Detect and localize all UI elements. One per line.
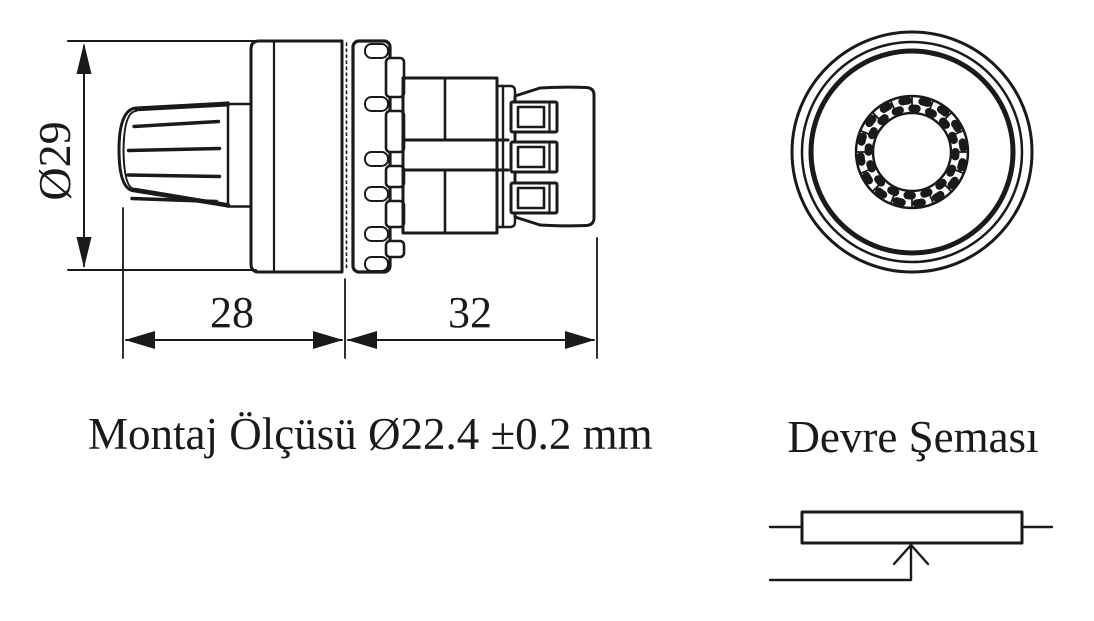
- length-dimension-lines: [122, 207, 598, 359]
- knob-length-dimension-label: 28: [210, 288, 254, 337]
- side-view: [67, 39, 598, 359]
- knob: [117, 101, 252, 208]
- body-length-dimension-label: 32: [448, 288, 492, 337]
- front-view: [790, 30, 1034, 274]
- diameter-dimension-label: Ø29: [29, 121, 80, 201]
- knurled-ring: [854, 94, 970, 210]
- circuit-diagram-title: Devre Şeması: [787, 412, 1039, 462]
- switch-housing: [401, 76, 596, 235]
- mounting-nut: [351, 39, 406, 274]
- terminal-pins: [509, 100, 559, 215]
- mounting-dimension-caption: Montaj Ölçüsü Ø22.4 ±0.2 mm: [88, 409, 653, 459]
- body-cylinder: [249, 39, 348, 274]
- diameter-dimension-lines: [67, 40, 257, 271]
- potentiometer-symbol: [768, 510, 1054, 582]
